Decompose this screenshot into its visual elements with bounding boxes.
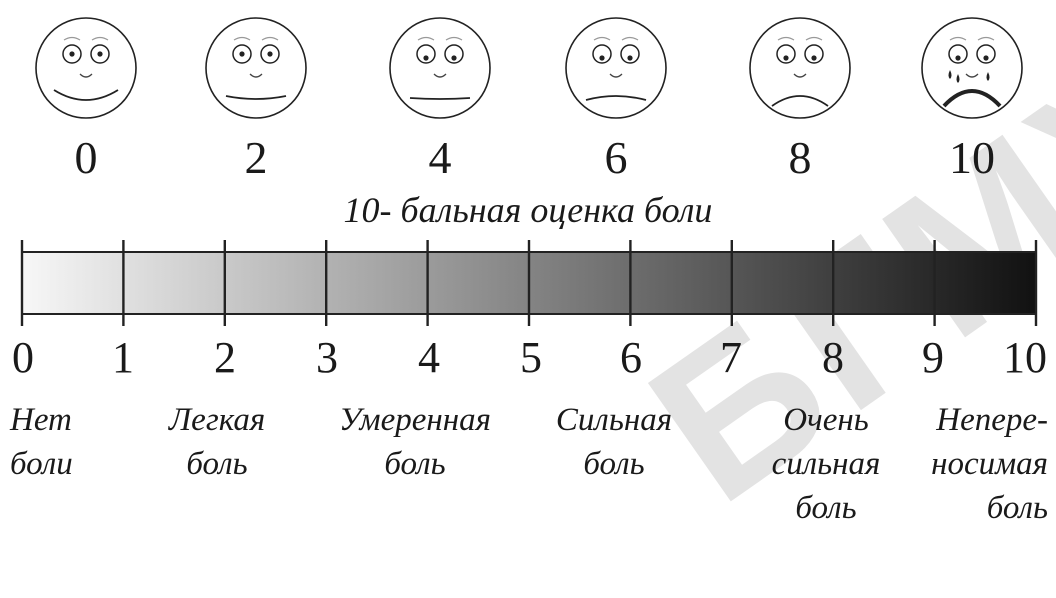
category-moderate-pain: Умеренная боль <box>310 398 520 486</box>
category-line: Непере- <box>936 402 1048 438</box>
pupil-left <box>783 55 789 61</box>
pupil-right <box>627 55 633 61</box>
eye-left <box>776 44 796 64</box>
pupil-left <box>599 55 605 61</box>
category-line: боль <box>186 446 248 482</box>
eyebrow-left <box>417 36 435 41</box>
eye-right <box>804 44 824 64</box>
face-6-group <box>565 17 667 119</box>
tear-left <box>948 70 952 79</box>
mouth <box>225 95 287 100</box>
category-line: сильная <box>771 446 881 482</box>
tick-label-3: 3 <box>316 333 338 382</box>
eye-right <box>620 44 640 64</box>
mouth <box>53 89 119 101</box>
face-0-group <box>35 17 137 119</box>
tick-label-9: 9 <box>922 333 944 382</box>
category-line: Нет <box>10 402 72 438</box>
face-4-group <box>389 17 491 119</box>
eyebrow-right <box>261 36 279 41</box>
face-label-2: 2 <box>244 132 268 183</box>
tear-right <box>986 72 990 81</box>
category-unbearable-pain: Непере- носимая боль <box>898 398 1048 530</box>
face-outline <box>205 17 307 119</box>
tick-label-6: 6 <box>620 333 642 382</box>
category-mild-pain: Легкая боль <box>142 398 292 486</box>
category-line: Очень <box>783 402 869 438</box>
category-line: носимая <box>931 446 1048 482</box>
scale-title: 10- бальная оценка боли <box>343 190 713 230</box>
mouth <box>409 97 471 100</box>
eyebrow-right <box>91 36 109 41</box>
category-line: боли <box>10 446 73 482</box>
eye-right <box>444 44 464 64</box>
eyebrow-left <box>949 36 967 41</box>
eye-left <box>592 44 612 64</box>
pupil-left <box>955 55 961 61</box>
face-label-0: 0 <box>74 132 98 183</box>
pain-scale-figure: БГМУ 0 2 4 6 8 10 10- бальная оценка бол… <box>10 5 1056 546</box>
pupil-left <box>239 51 245 57</box>
tick-label-8: 8 <box>822 333 844 382</box>
pupil-left <box>69 51 75 57</box>
category-line: боль <box>583 446 645 482</box>
eyebrow-left <box>593 36 611 41</box>
face-outline <box>749 17 851 119</box>
nose <box>965 73 979 78</box>
face-8-group <box>749 17 851 119</box>
nose <box>249 73 263 78</box>
tear-left-2 <box>956 74 960 83</box>
eyebrow-right <box>621 36 639 41</box>
category-no-pain: Нет боли <box>10 398 73 486</box>
tick-label-4: 4 <box>418 333 440 382</box>
eyebrow-left <box>777 36 795 41</box>
tick-label-1: 1 <box>112 333 134 382</box>
face-10-group <box>921 17 1023 119</box>
category-very-severe-pain: Очень сильная боль <box>756 398 896 530</box>
nose <box>609 73 623 78</box>
tick-label-2: 2 <box>214 333 236 382</box>
eyebrow-right <box>805 36 823 41</box>
face-2-group <box>205 17 307 119</box>
nose <box>433 73 447 78</box>
mouth <box>585 95 647 101</box>
face-outline <box>921 17 1023 119</box>
pupil-right <box>983 55 989 61</box>
face-outline <box>35 17 137 119</box>
eyebrow-right <box>977 36 995 41</box>
eyebrow-right <box>445 36 463 41</box>
face-outline <box>565 17 667 119</box>
mouth <box>942 89 1002 108</box>
tick-label-7: 7 <box>720 333 742 382</box>
face-outline <box>389 17 491 119</box>
eye-right <box>976 44 996 64</box>
pupil-left <box>423 55 429 61</box>
pupil-right <box>267 51 273 57</box>
eye-left <box>416 44 436 64</box>
eye-left <box>948 44 968 64</box>
category-line: боль <box>986 490 1048 526</box>
mouth <box>771 95 829 107</box>
category-line: боль <box>384 446 446 482</box>
face-label-4: 4 <box>428 132 452 183</box>
pupil-right <box>97 51 103 57</box>
category-line: Умеренная <box>339 402 491 438</box>
face-label-6: 6 <box>604 132 628 183</box>
category-line: Легкая <box>168 402 266 438</box>
faces-and-scale-graphic <box>20 17 1038 326</box>
tick-label-5: 5 <box>520 333 542 382</box>
tick-label-0: 0 <box>12 333 34 382</box>
eyebrow-left <box>63 36 81 41</box>
eyebrow-left <box>233 36 251 41</box>
pupil-right <box>811 55 817 61</box>
pupil-right <box>451 55 457 61</box>
nose <box>793 73 807 78</box>
face-label-10: 10 <box>949 132 995 183</box>
category-severe-pain: Сильная боль <box>534 398 694 486</box>
nose <box>79 73 93 78</box>
category-line: Сильная <box>555 402 673 438</box>
face-label-8: 8 <box>788 132 812 183</box>
category-line: боль <box>795 490 857 526</box>
tick-label-10: 10 <box>1003 333 1047 382</box>
